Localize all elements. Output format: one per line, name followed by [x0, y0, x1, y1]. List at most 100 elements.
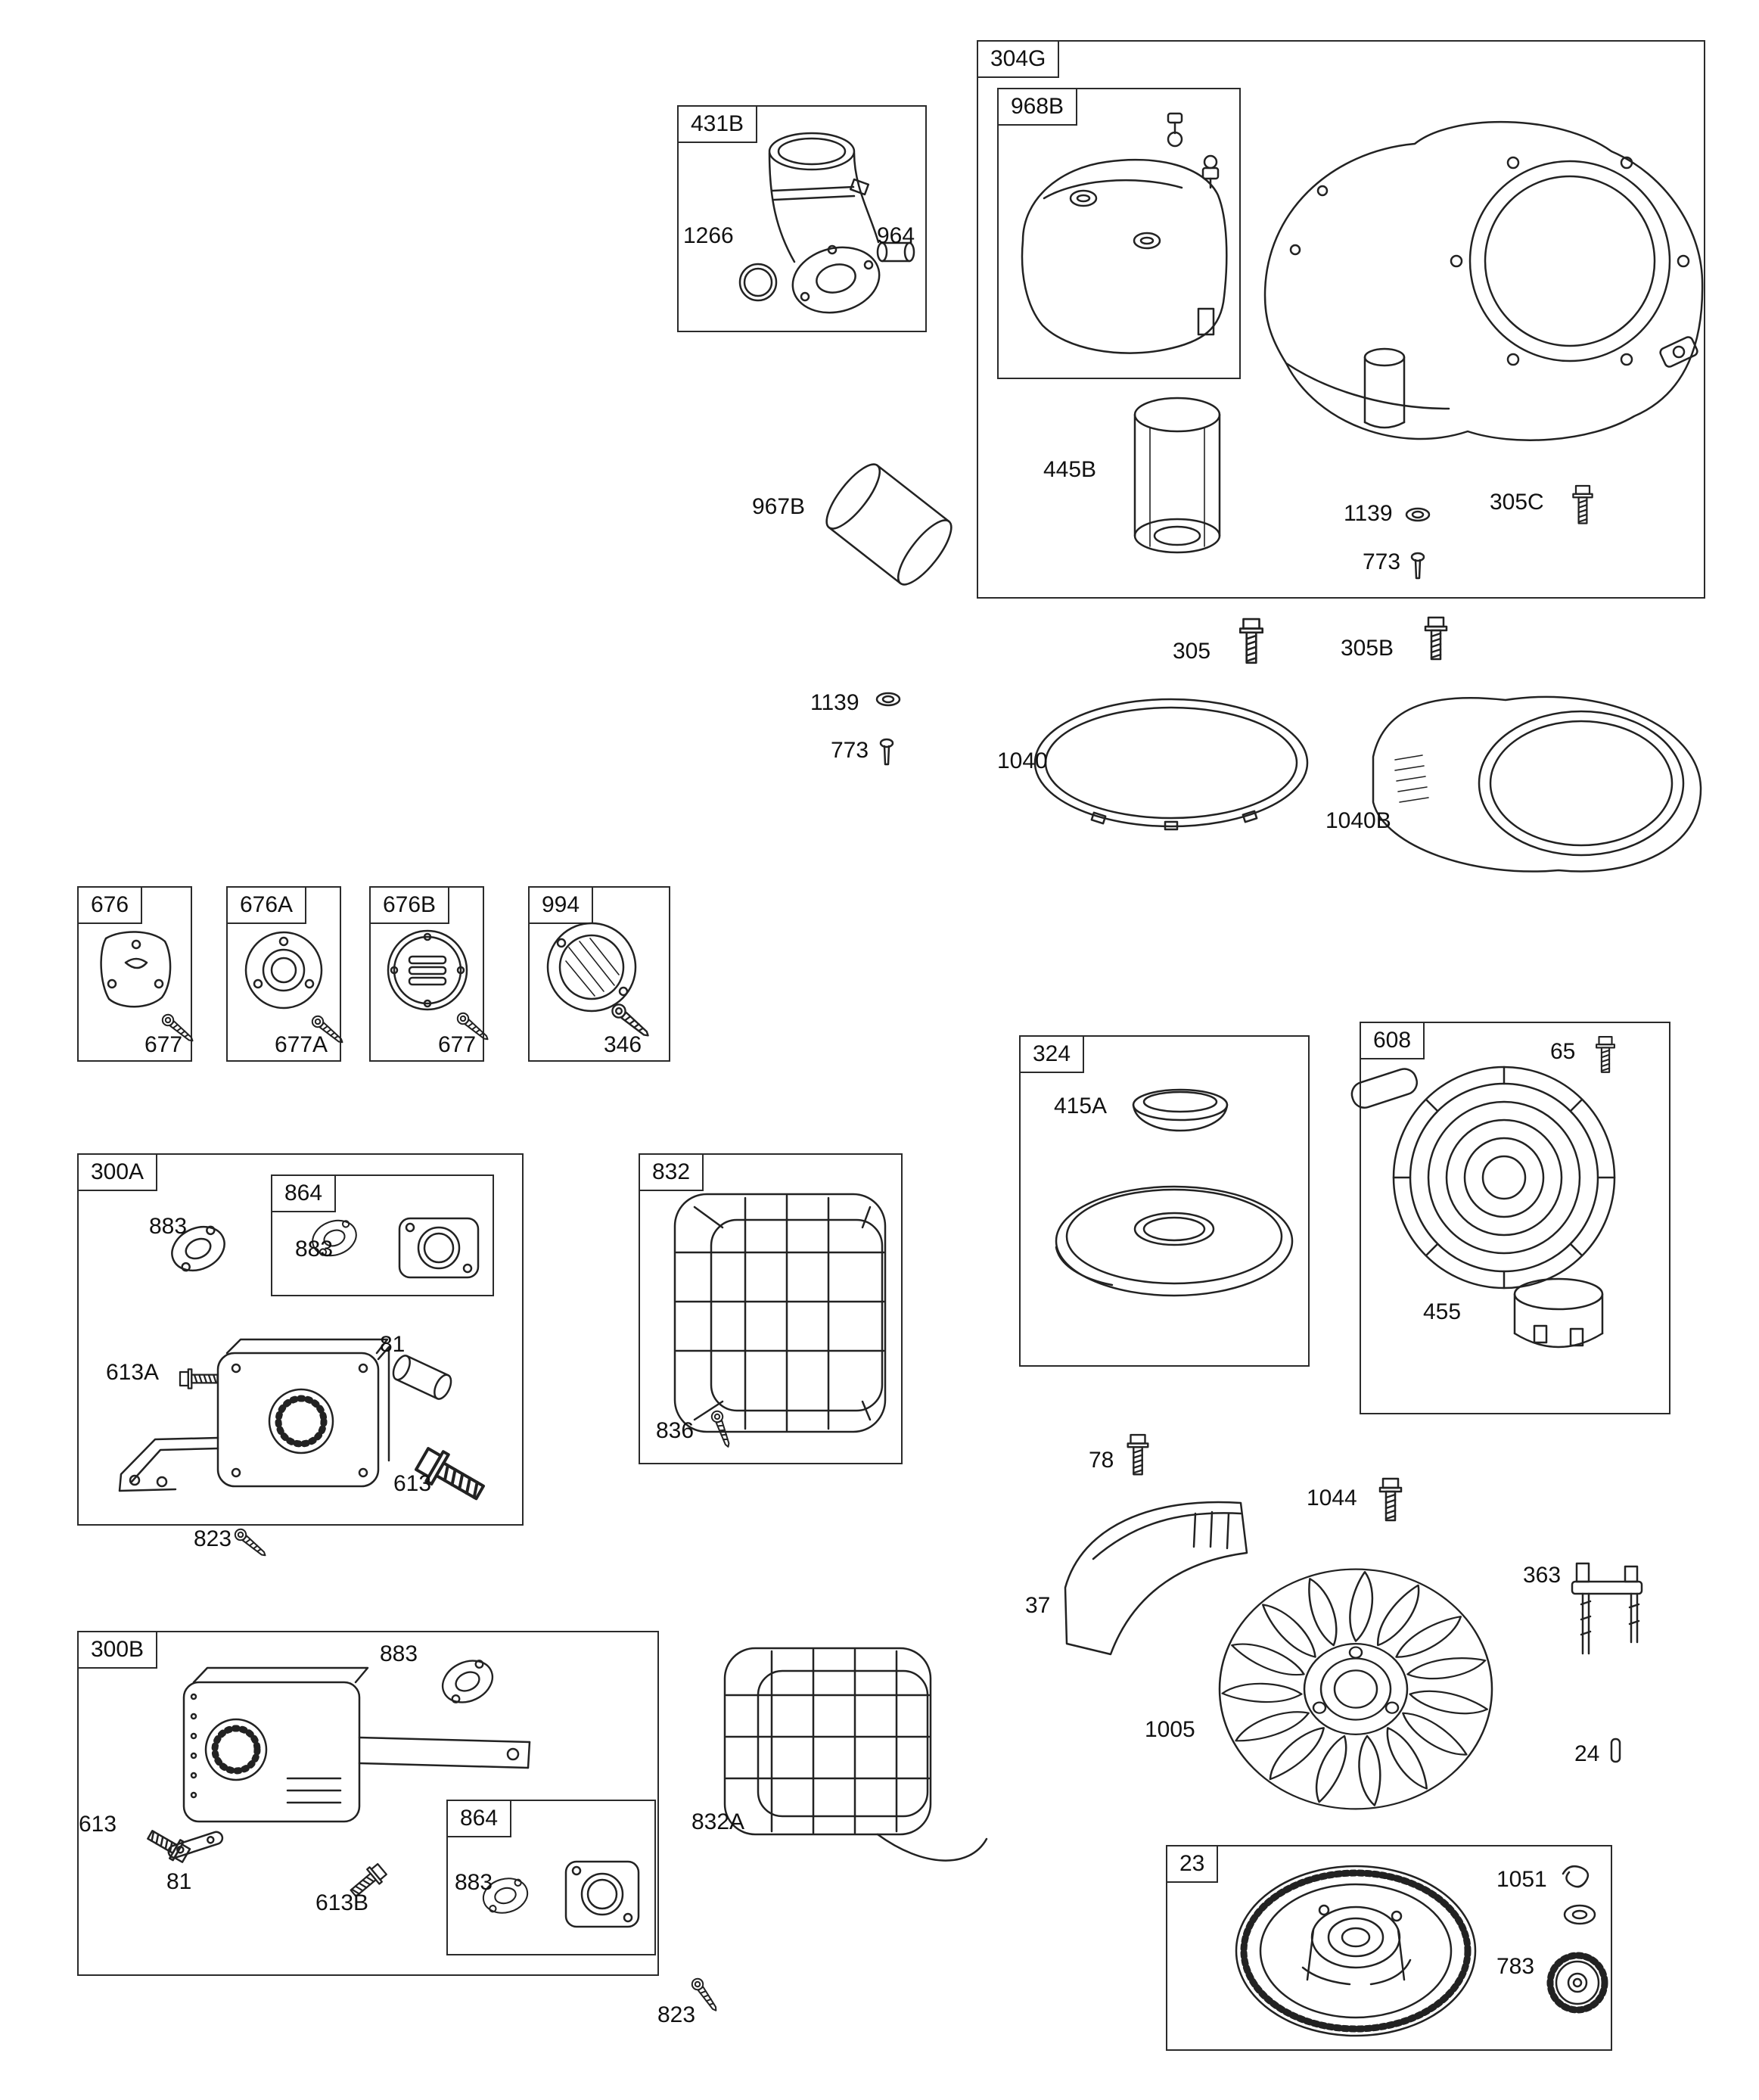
cap-415A [1132, 1088, 1229, 1132]
part-label-305C: 305C [1490, 490, 1544, 515]
breather-cover-676 [100, 931, 172, 1008]
flywheel-23 [1235, 1865, 1477, 2037]
pinion-gear-783 [1546, 1952, 1608, 2014]
group-label-994: 994 [528, 886, 594, 924]
part-label-363: 363 [1523, 1563, 1562, 1588]
group-label-608: 608 [1360, 1022, 1425, 1059]
group-label-676A: 676A [226, 886, 307, 924]
part-label-1139-mid: 1139 [810, 690, 859, 715]
part-label-677-b: 677 [438, 1032, 477, 1057]
tube-967B [825, 463, 953, 586]
part-label-37: 37 [1025, 1593, 1051, 1618]
plate-81-300B [167, 1831, 224, 1859]
blower-cover-1040B [1372, 695, 1702, 873]
part-label-305B: 305B [1341, 636, 1394, 661]
part-label-1040B: 1040B [1325, 808, 1391, 833]
group-label-300A: 300A [77, 1153, 158, 1191]
group-box-864B: 864 [446, 1800, 656, 1955]
part-label-967B: 967B [752, 494, 806, 519]
fuel-tank-cover-968B [1021, 158, 1228, 354]
group-box-300A: 300A [77, 1153, 524, 1526]
bolt-305B [1424, 616, 1448, 661]
ring-gasket-1040 [1033, 698, 1309, 831]
group-box-676A: 676A [226, 886, 341, 1062]
group-box-23: 23 [1166, 1845, 1612, 2051]
muffler-300A [118, 1338, 390, 1492]
gasket-883-300B [434, 1652, 501, 1711]
washer-1139-top [1405, 507, 1431, 522]
bolt-613-300B [144, 1825, 193, 1866]
screw-836 [709, 1408, 735, 1450]
part-label-1051: 1051 [1496, 1867, 1547, 1892]
group-box-608: 608 [1360, 1022, 1670, 1414]
part-label-613-300B: 613 [79, 1812, 117, 1837]
tank-fitting-small-a [1167, 112, 1183, 148]
blower-housing-304G [1263, 120, 1704, 441]
pin-773-top [1410, 552, 1425, 580]
muffler-guard-832 [673, 1193, 887, 1433]
breather-676A [244, 931, 323, 1010]
part-label-836: 836 [656, 1418, 695, 1443]
key-24 [1610, 1738, 1621, 1763]
part-label-455: 455 [1423, 1299, 1462, 1324]
cover-plate-994 [546, 922, 637, 1013]
part-label-1005: 1005 [1145, 1717, 1195, 1742]
part-label-613A: 613A [106, 1360, 160, 1385]
bolt-1044 [1378, 1477, 1403, 1522]
screw-823-top [232, 1526, 270, 1560]
bolt-305C [1572, 484, 1593, 524]
part-label-81-300B: 81 [166, 1869, 192, 1894]
part-label-1139-top: 1139 [1344, 501, 1393, 526]
part-label-445B: 445B [1043, 457, 1097, 482]
bolt-78 [1127, 1433, 1149, 1476]
part-label-832A: 832A [691, 1809, 745, 1834]
group-label-324: 324 [1019, 1035, 1085, 1073]
bolt-65 [1596, 1035, 1615, 1073]
part-label-773-mid: 773 [831, 738, 869, 763]
group-label-968B: 968B [997, 88, 1078, 126]
flywheel-fan-1005 [1218, 1568, 1493, 1810]
group-box-324: 324 [1019, 1035, 1310, 1367]
flange-864B [564, 1860, 640, 1928]
part-label-81-300A: 81 [380, 1332, 406, 1357]
bolt-305 [1238, 618, 1264, 664]
group-label-864B: 864 [446, 1800, 512, 1837]
pin-773-mid [879, 738, 894, 766]
part-label-613-300A: 613 [393, 1471, 432, 1496]
flange-864A [398, 1217, 480, 1279]
part-label-773-top: 773 [1363, 549, 1401, 574]
air-elbow-431B [768, 132, 881, 314]
group-label-431B: 431B [677, 105, 758, 143]
part-label-823-top: 823 [194, 1526, 232, 1551]
group-label-676B: 676B [369, 886, 450, 924]
cover-324 [1055, 1185, 1294, 1297]
group-box-676: 676 [77, 886, 192, 1062]
muffler-guard-832A [723, 1647, 988, 1862]
group-box-431B: 431B [677, 105, 927, 332]
baffle-37 [1064, 1501, 1248, 1656]
part-label-883-300A: 883 [149, 1214, 188, 1239]
part-label-1040: 1040 [997, 748, 1048, 773]
part-label-65: 65 [1550, 1039, 1576, 1064]
part-label-883-864A: 883 [295, 1237, 334, 1262]
part-label-613B: 613B [315, 1890, 369, 1915]
air-filter-445B [1133, 397, 1221, 554]
group-label-832: 832 [639, 1153, 704, 1191]
part-label-677-a: 677 [145, 1032, 183, 1057]
group-box-676B: 676B [369, 886, 484, 1062]
breather-676B [387, 929, 468, 1011]
part-label-823-bottom: 823 [657, 2002, 696, 2027]
part-label-783: 783 [1496, 1954, 1535, 1979]
washer-1051 [1563, 1904, 1596, 1925]
group-label-676: 676 [77, 886, 143, 924]
group-box-304G: 304G [977, 40, 1705, 599]
group-box-832: 832 [639, 1153, 903, 1464]
group-box-968B: 968B [997, 88, 1241, 379]
spring-1051 [1562, 1865, 1590, 1888]
flywheel-puller-363 [1571, 1562, 1643, 1655]
group-box-864A: 864 [271, 1174, 494, 1296]
bolt-613A [179, 1368, 219, 1389]
part-label-883-300B: 883 [380, 1641, 418, 1666]
